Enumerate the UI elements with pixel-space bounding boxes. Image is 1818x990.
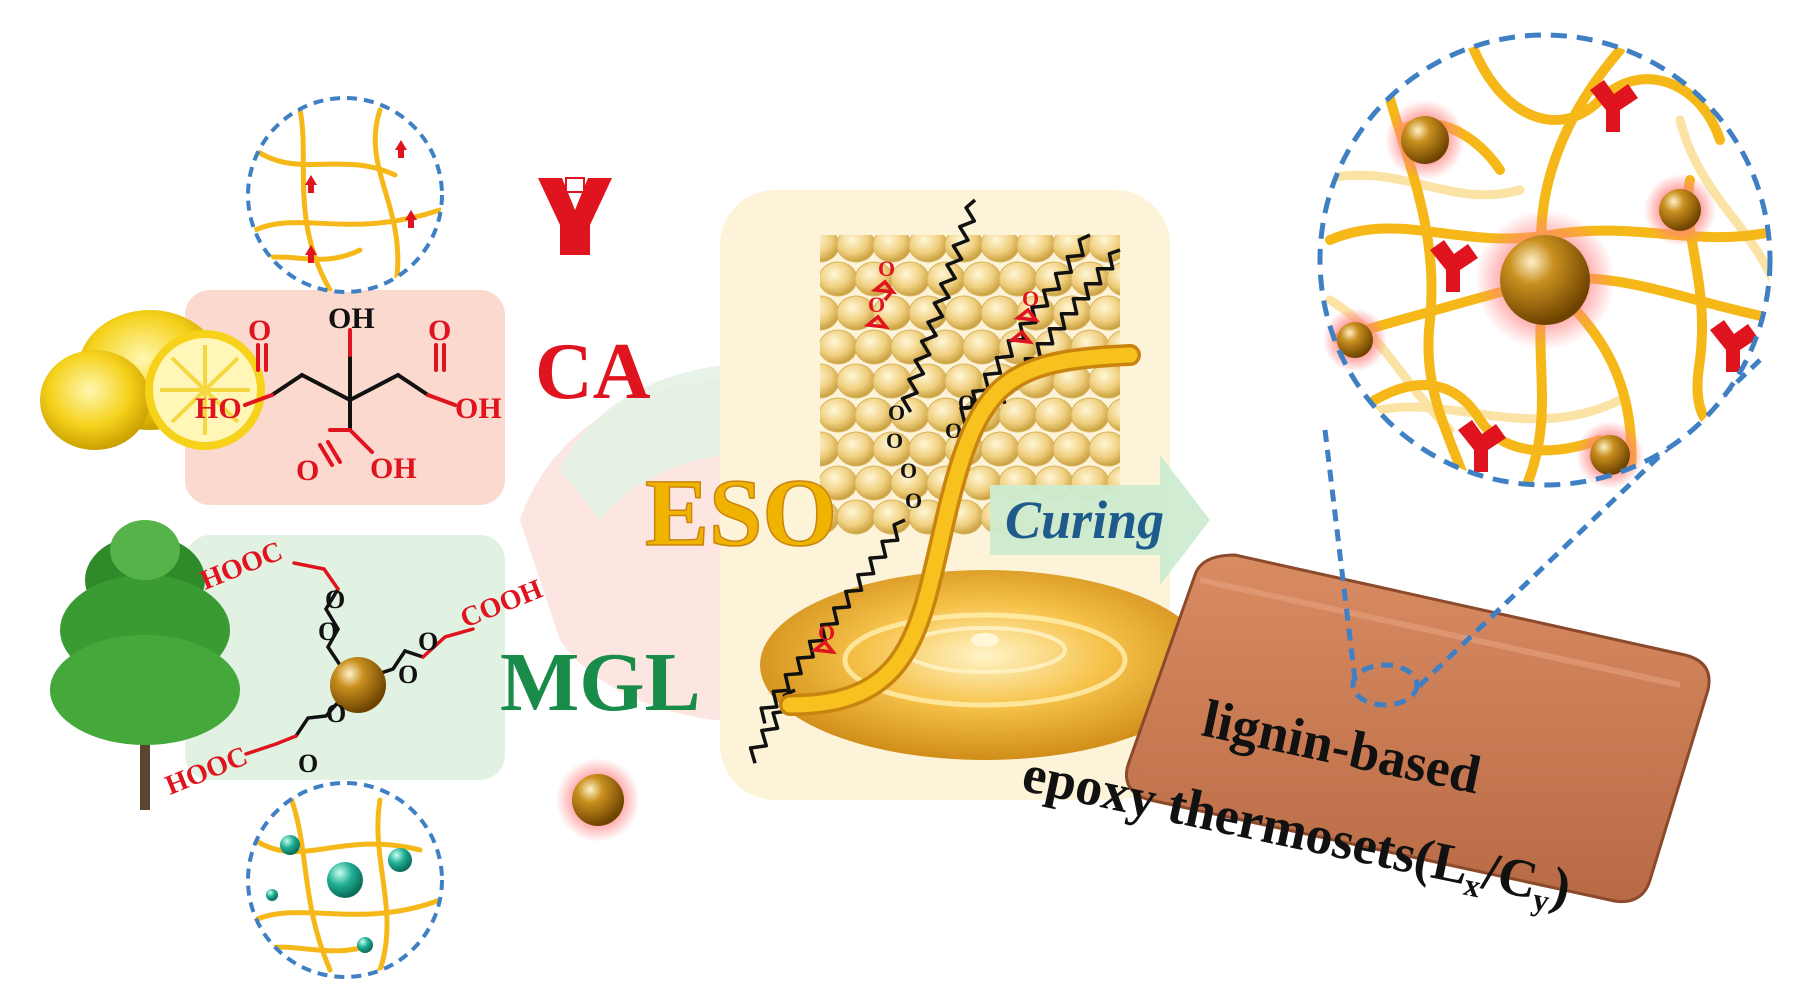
soybean [980,295,1020,331]
citric-acid-structure [270,353,430,432]
soybean [836,363,876,399]
ester-o-3: O [900,458,917,483]
soybean [1016,431,1056,467]
ca-network-circle [246,96,444,294]
lignin-bead-icon [556,758,640,842]
epoxide-o-1: O [878,256,895,281]
soybean [820,397,858,433]
soybean [980,431,1020,467]
mgl-network-circle [246,781,444,979]
soybean [836,431,876,467]
epoxide-groups [810,279,1041,655]
eso-label: ESO [645,459,837,566]
mgl-o-4: O [418,627,438,656]
thermoset-network-circle [1317,32,1773,489]
mgl-o-2: O [325,585,345,614]
thermoset-slab [1125,553,1711,904]
ca-oh-right: OH [455,392,502,425]
curing-label: Curing [1005,490,1164,550]
ca-o-left: O [248,314,271,347]
epoxide-o-3: O [1022,286,1039,311]
soybean [1088,295,1120,331]
fatty-chain [759,518,906,724]
ester-o-1: O [888,400,905,425]
soybean [1034,397,1074,433]
ca-o-bottom: O [296,454,319,487]
cure-curve [782,347,1138,713]
product-sub-y: y [1529,880,1552,919]
soybean [820,261,858,297]
product-sub-x: x [1461,866,1484,905]
epoxide-o-2: O [868,292,885,317]
ca-o-right: O [428,314,451,347]
mgl-o-5: O [326,699,346,728]
ca-crosslinker-icon [538,177,612,255]
soybean [1106,398,1120,432]
soybean [1070,397,1110,433]
zoom-lines [1322,358,1762,708]
soybean [944,295,984,331]
mgl-o-1: O [318,617,338,646]
lemon-image [40,310,265,450]
curing-arrow [990,455,1210,585]
ester-o-5: O [945,418,962,443]
mgl-o-6: O [298,749,318,778]
soybean [820,329,858,365]
soybean [1106,262,1120,296]
product-slash-c: /C [1477,841,1543,911]
soybean [1052,431,1092,467]
fatty-chain [959,233,1091,424]
mgl-label: MGL [500,636,701,729]
network-beads [1323,100,1716,489]
ester-o-4: O [905,488,922,513]
fatty-chain [900,198,977,413]
ca-oh-bottom: OH [370,452,417,485]
soybean [854,465,894,501]
soybean [854,329,894,365]
soybean [1088,235,1120,263]
network-crosslinks [1430,80,1758,472]
epoxide-o-4: O [818,620,835,645]
ca-label: CA [535,328,651,416]
soybean [872,363,912,399]
oil-droplet-image [760,570,1210,760]
mgl-o-3: O [398,660,418,689]
soybean [890,261,930,297]
ca-oh-top: OH [328,302,375,335]
ester-o-6: O [958,390,975,415]
soybean [962,261,1002,297]
mgl-panel [185,535,505,780]
soybean [836,499,876,535]
tree-image [50,520,240,810]
ca-ho-left: HO [195,392,242,425]
soybean [1088,431,1120,467]
ester-o-2: O [886,428,903,453]
